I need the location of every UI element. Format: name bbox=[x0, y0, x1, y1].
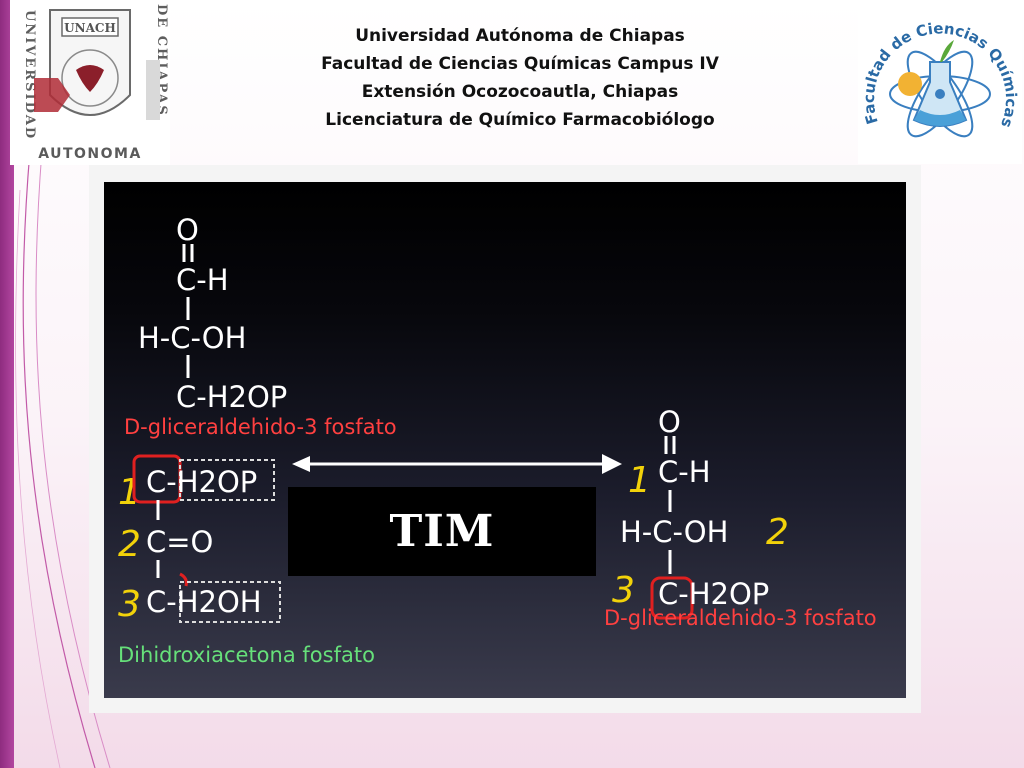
header-line-3: Extensión Ocozocoautla, Chiapas bbox=[361, 82, 679, 102]
faculty-logo: Facultad de Ciencias Químicas Ocozocoaut… bbox=[852, 0, 1022, 164]
top-o-atom: O bbox=[176, 213, 199, 247]
right-number-2: 2 bbox=[766, 512, 789, 553]
left-molecule: 1 C-H2OP 2 C=O 3 C-H2OH Dihidroxiacetona… bbox=[118, 454, 375, 667]
left-c2: C=O bbox=[146, 525, 213, 559]
header-line-2: Facultad de Ciencias Químicas Campus IV bbox=[321, 54, 719, 74]
left-c3: C-H2OH bbox=[146, 585, 262, 619]
reversible-arrow bbox=[292, 454, 622, 474]
right-molecule: O 1 C-H H-C-OH 2 3 C-H2OP D-gliceraldehi… bbox=[604, 405, 877, 630]
header-line-4: Licenciatura de Químico Farmacobiólogo bbox=[325, 110, 715, 130]
left-number-2: 2 bbox=[118, 524, 141, 565]
unach-crest-icon: UNACH bbox=[34, 9, 160, 120]
carbon-3-highlight bbox=[650, 576, 694, 620]
right-number-1: 1 bbox=[628, 460, 651, 501]
logo-bottom-text: AUTONOMA bbox=[38, 146, 142, 162]
left-number-1: 1 bbox=[118, 472, 141, 513]
unach-logo: UNIVERSIDAD DE CHIAPAS UNACH AUTONOMA bbox=[10, 0, 170, 165]
right-c3: C-H2OP bbox=[658, 577, 769, 611]
left-number-3: 3 bbox=[118, 584, 141, 625]
right-o-atom: O bbox=[658, 405, 681, 439]
top-c2: H-C-OH bbox=[138, 321, 246, 355]
left-molecule-name: Dihidroxiacetona fosfato bbox=[118, 643, 375, 667]
top-molecule-name: D-gliceraldehido-3 fosfato bbox=[124, 415, 397, 439]
phosphate-dashed-box bbox=[179, 459, 275, 501]
hydroxyl-dashed-box bbox=[179, 581, 281, 623]
right-number-3: 3 bbox=[612, 570, 635, 611]
top-c3: C-H2OP bbox=[176, 380, 287, 414]
left-accent-bar bbox=[0, 0, 14, 768]
top-c1: C-H bbox=[176, 263, 229, 297]
right-c1: C-H bbox=[658, 455, 711, 489]
reaction-slide: O C-H H-C-OH C-H2OP D-gliceraldehido-3 f… bbox=[104, 182, 906, 698]
top-molecule: O C-H H-C-OH C-H2OP D-gliceraldehido-3 f… bbox=[124, 213, 397, 439]
decorative-lines bbox=[15, 149, 111, 768]
institution-header: Universidad Autónoma de Chiapas Facultad… bbox=[250, 22, 790, 134]
right-c2: H-C-OH bbox=[620, 515, 728, 549]
faculty-seal-icon bbox=[889, 40, 991, 138]
enzyme-label-box: TIM bbox=[288, 487, 596, 576]
logo-left-vertical-text: UNIVERSIDAD bbox=[22, 10, 37, 140]
header-line-1: Universidad Autónoma de Chiapas bbox=[355, 26, 685, 46]
left-c1: C-H2OP bbox=[146, 465, 257, 499]
enzyme-label: TIM bbox=[389, 506, 495, 557]
right-molecule-name: D-gliceraldehido-3 fosfato bbox=[604, 606, 877, 630]
logo-acronym: UNACH bbox=[64, 21, 116, 35]
